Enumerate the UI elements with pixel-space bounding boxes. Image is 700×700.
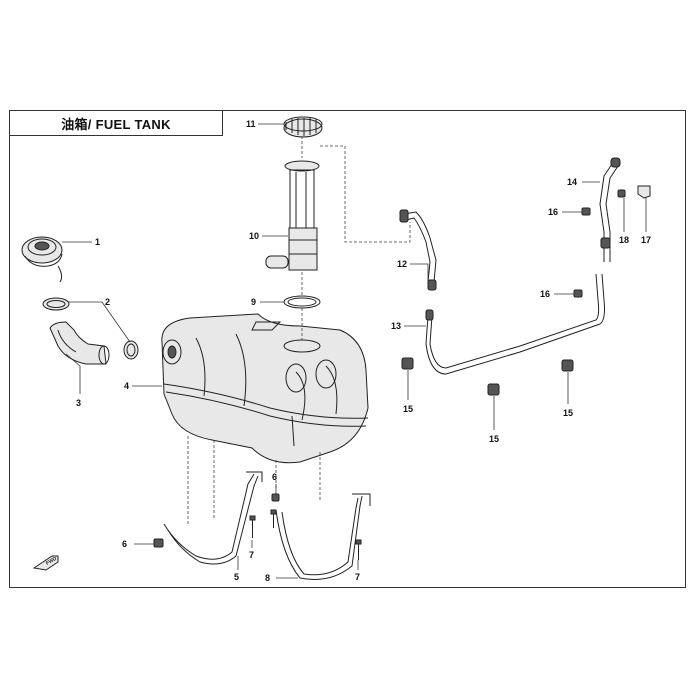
callout-15c: 15 <box>563 408 573 418</box>
part-14-fuel-line <box>599 157 621 262</box>
part-9-o-ring <box>283 295 321 309</box>
part-7-bolt-left <box>249 515 256 538</box>
part-18-screw <box>617 189 626 198</box>
callout-6a: 6 <box>122 539 127 549</box>
callout-15a: 15 <box>403 404 413 414</box>
leader-lines <box>62 123 647 579</box>
part-15-clip-1 <box>401 357 414 370</box>
title-box: 油箱/ FUEL TANK <box>9 110 223 136</box>
part-16-bolt-lower <box>573 289 583 298</box>
callout-15b: 15 <box>489 434 499 444</box>
diagram-frame <box>9 110 686 588</box>
callout-7a: 7 <box>249 550 254 560</box>
callout-16a: 16 <box>548 207 558 217</box>
part-4-fuel-tank <box>161 313 369 464</box>
part-7-bolt-right <box>355 539 362 560</box>
part-6-nut-left <box>153 538 164 548</box>
callout-11: 11 <box>246 119 256 129</box>
part-17-bracket <box>637 185 651 199</box>
part-1-fuel-cap <box>21 236 63 283</box>
part-12-fuel-line <box>399 209 437 291</box>
part-10-fuel-pump <box>265 160 320 271</box>
part-11-lock-ring <box>283 116 323 138</box>
callout-labels: 1 2 3 4 5 6 6 7 7 8 9 10 11 12 13 14 15 … <box>76 119 651 583</box>
part-13-fuel-line <box>425 273 605 375</box>
fwd-arrow-icon: FWD <box>32 555 59 571</box>
part-16-bolt-upper <box>581 207 591 216</box>
callout-14: 14 <box>567 177 577 187</box>
callout-1: 1 <box>95 237 100 247</box>
part-7-bolt-center <box>270 509 277 528</box>
callout-12: 12 <box>397 259 407 269</box>
callout-2: 2 <box>105 297 110 307</box>
part-8-strap <box>275 493 371 580</box>
fwd-label: FWD <box>45 556 58 567</box>
part-2-clamp-lower <box>123 340 139 360</box>
callout-9: 9 <box>251 297 256 307</box>
callout-13: 13 <box>391 321 401 331</box>
part-2-clamp-upper <box>42 297 70 311</box>
part-6-nut-center <box>271 493 280 502</box>
callout-8: 8 <box>265 573 270 583</box>
callout-4: 4 <box>124 381 129 391</box>
part-15-clip-3 <box>561 359 574 372</box>
callout-5: 5 <box>234 572 239 582</box>
callout-18: 18 <box>619 235 629 245</box>
callout-16b: 16 <box>540 289 550 299</box>
assembly-lines <box>187 136 411 524</box>
callout-17: 17 <box>641 235 651 245</box>
callout-3: 3 <box>76 398 81 408</box>
callout-7b: 7 <box>355 572 360 582</box>
callout-6b: 6 <box>272 472 277 482</box>
callout-10: 10 <box>249 231 259 241</box>
part-15-clip-2 <box>487 383 500 396</box>
part-5-strap <box>163 471 263 565</box>
part-3-filler-hose <box>49 321 110 365</box>
page-title: 油箱/ FUEL TANK <box>61 116 171 132</box>
